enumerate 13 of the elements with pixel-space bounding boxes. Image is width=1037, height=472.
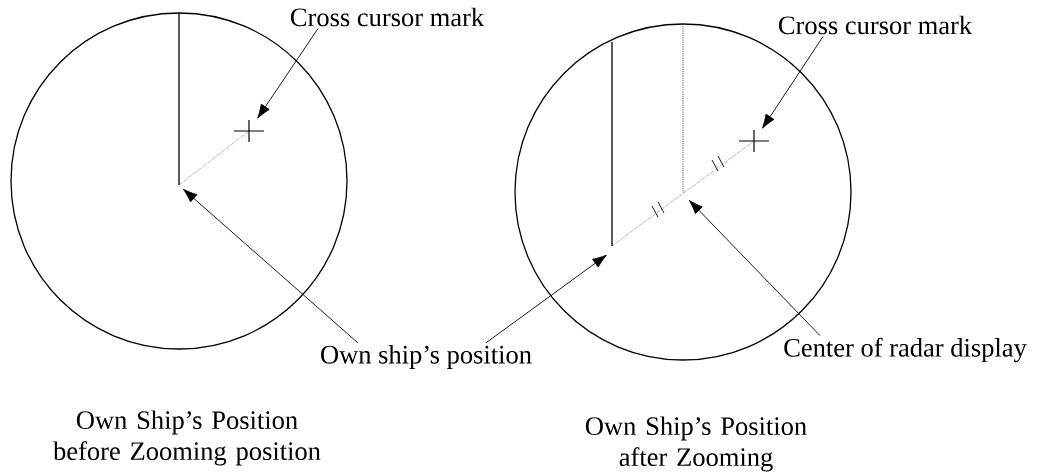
cross-cursor-mark — [738, 129, 770, 153]
leader-arrow — [762, 36, 824, 129]
callout-text: Own ship’s position — [321, 345, 532, 369]
cross-cursor-mark — [233, 119, 265, 143]
caption-text: Own Ship’s Position after Zooming — [585, 416, 807, 472]
callout-text: Cross cursor mark — [778, 15, 973, 35]
leader-arrow — [183, 188, 359, 344]
leader-arrow — [485, 254, 607, 344]
caption-text: Own Ship’s Position before Zooming position — [53, 410, 321, 466]
leader-arrow — [688, 200, 821, 337]
callout-text: Center of radar display — [784, 337, 1027, 363]
callout-text: Cross cursor mark — [290, 7, 485, 27]
leader-arrow — [257, 28, 319, 119]
